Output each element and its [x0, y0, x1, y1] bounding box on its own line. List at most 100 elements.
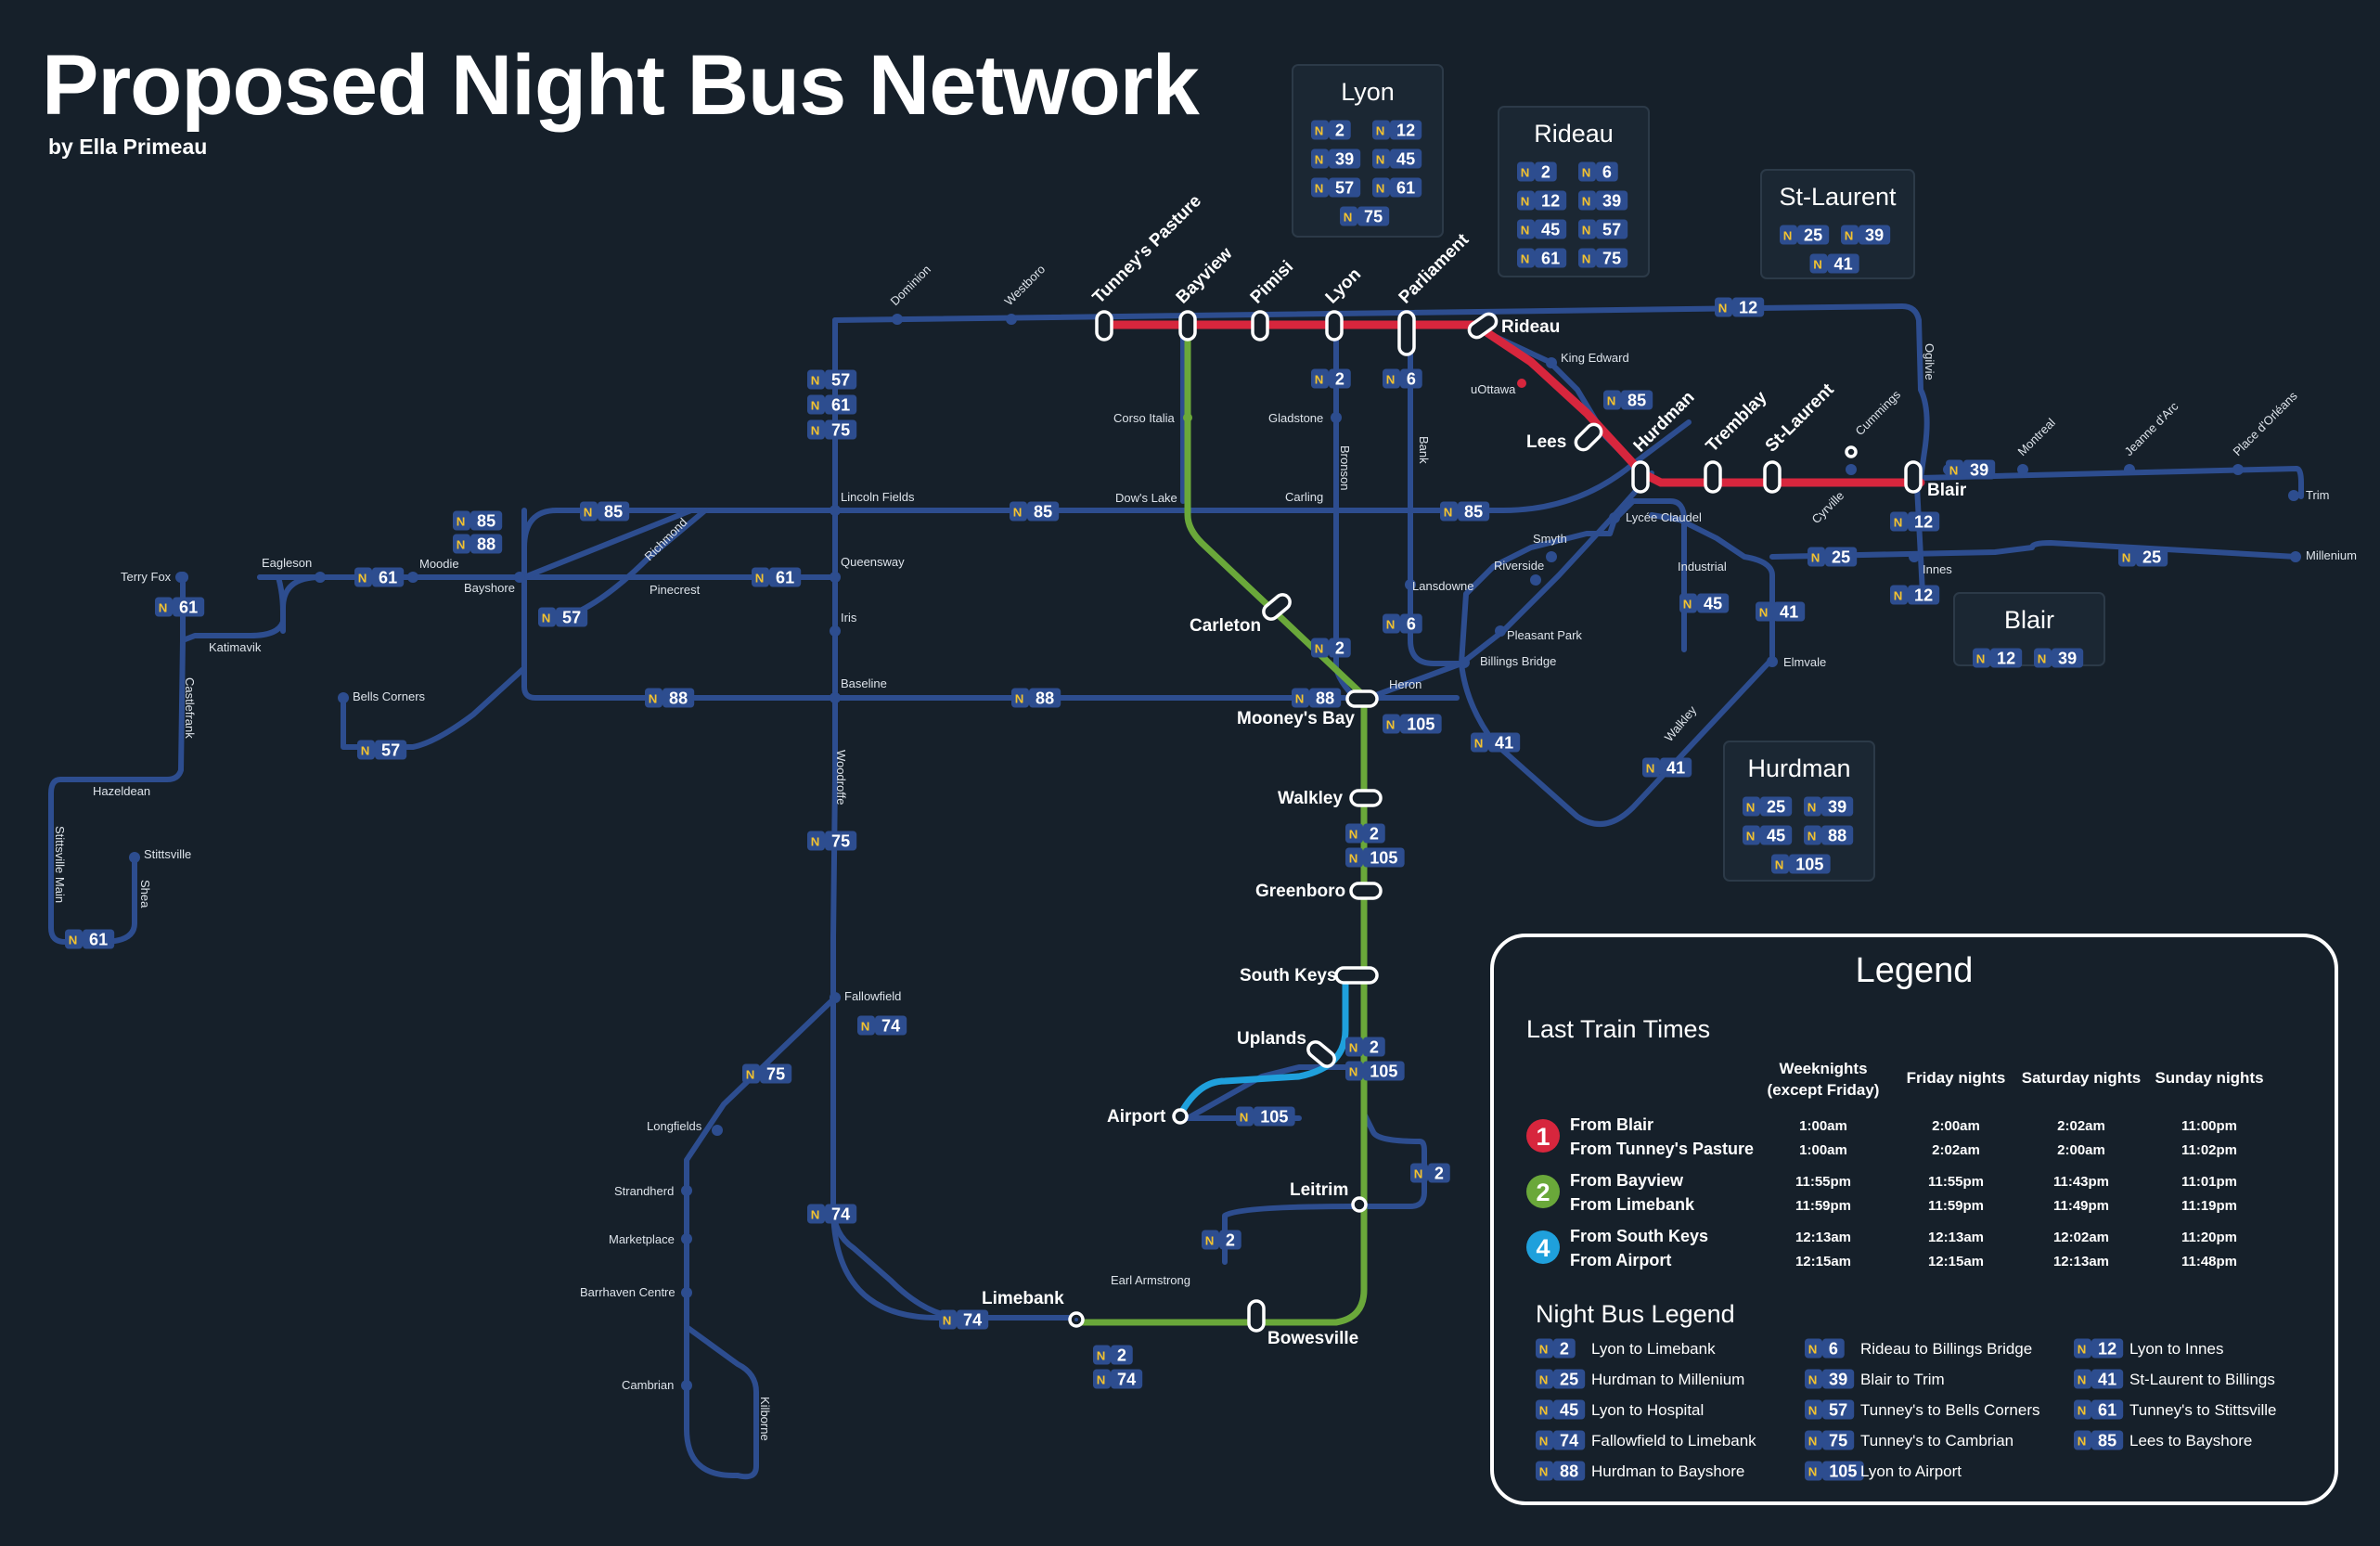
station-blair[interactable]: [1904, 460, 1923, 494]
station-rideau[interactable]: [1466, 311, 1499, 340]
station-walkley[interactable]: [1349, 789, 1383, 807]
station-uplands[interactable]: [1306, 1039, 1338, 1070]
station-cyrville[interactable]: [1845, 445, 1858, 458]
station-lees[interactable]: [1573, 421, 1604, 453]
station-bayview[interactable]: [1178, 310, 1197, 341]
station-pimisi[interactable]: [1251, 310, 1269, 341]
station-airport[interactable]: [1172, 1108, 1189, 1125]
station-south-keys[interactable]: [1334, 966, 1379, 985]
station-corso-italia[interactable]: [1183, 413, 1192, 422]
station-tunneys-pasture[interactable]: [1095, 310, 1113, 341]
station-hurdman[interactable]: [1631, 460, 1650, 494]
station-lyon[interactable]: [1325, 310, 1344, 341]
station-bowesville[interactable]: [1247, 1299, 1266, 1333]
station-st-laurent[interactable]: [1763, 460, 1782, 494]
station-mooneys-bay[interactable]: [1345, 689, 1379, 708]
station-leitrim[interactable]: [1351, 1196, 1368, 1213]
station-carleton[interactable]: [1261, 592, 1293, 623]
station-greenboro[interactable]: [1349, 882, 1383, 900]
station-parliament[interactable]: [1397, 310, 1416, 356]
station-uottawa[interactable]: [1517, 379, 1526, 388]
